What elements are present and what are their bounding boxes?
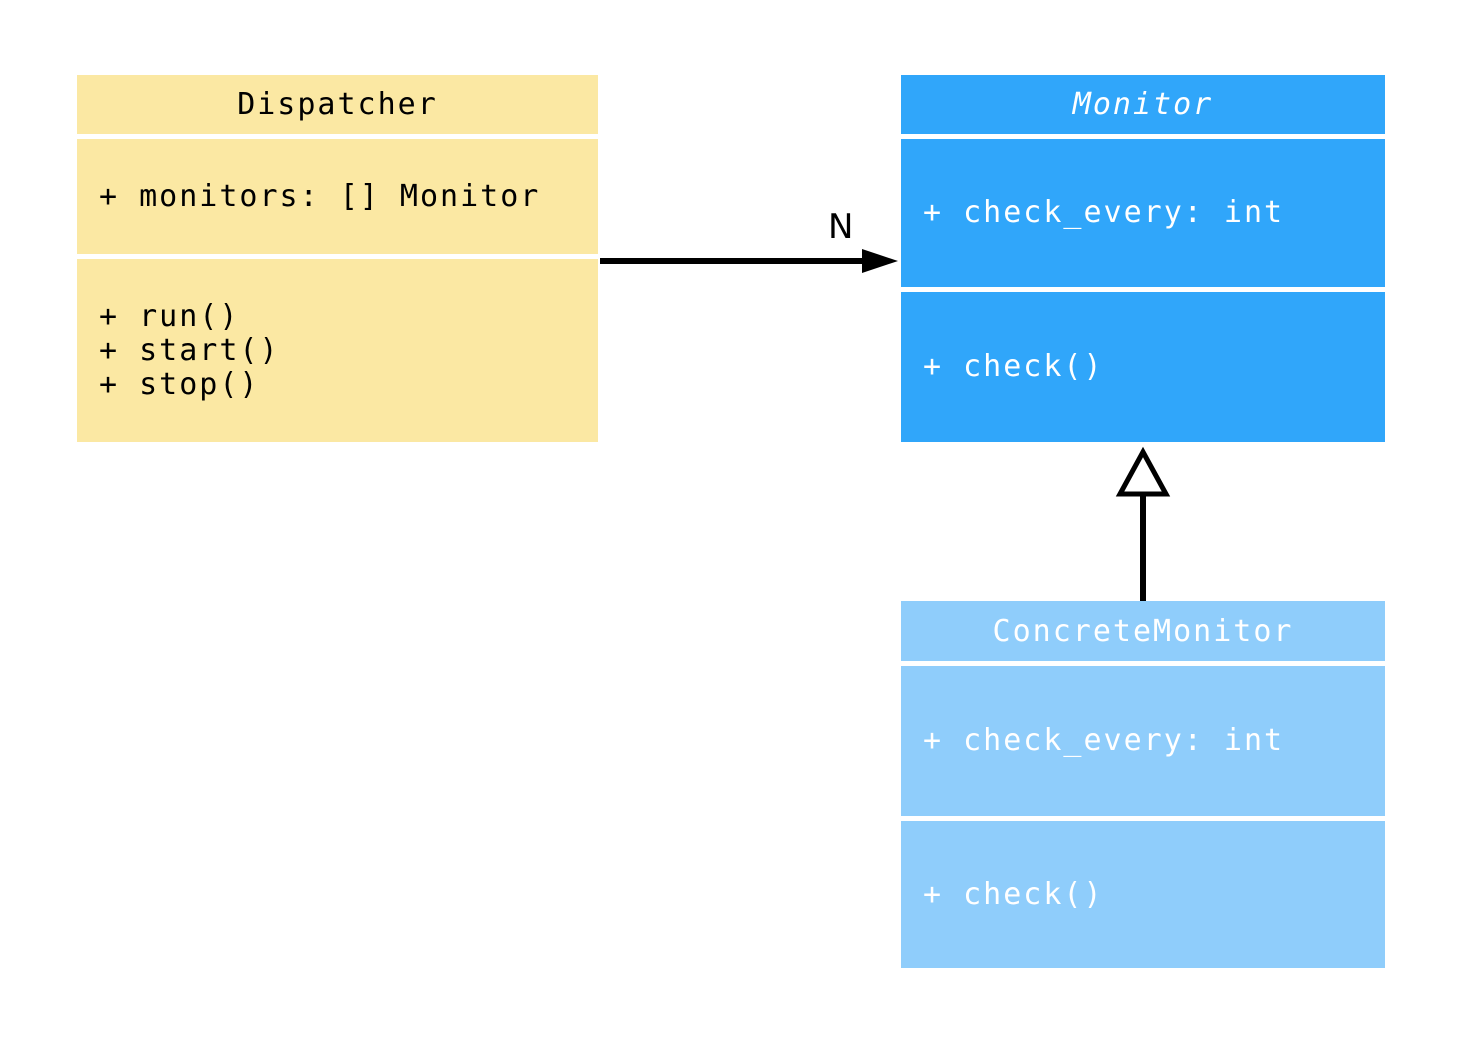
class-methods-dispatcher: + run() + start() + stop() <box>77 259 598 442</box>
class-methods-concrete-monitor: + check() <box>901 821 1385 968</box>
method-row: + run() <box>99 298 240 334</box>
attribute-row: + check_every: int <box>923 723 1285 758</box>
class-box-dispatcher: Dispatcher + monitors: [] Monitor + run(… <box>77 75 598 442</box>
attribute-row: + check_every: int <box>923 195 1285 230</box>
class-title-concrete-monitor: ConcreteMonitor <box>901 601 1385 661</box>
class-methods-monitor: + check() <box>901 292 1385 442</box>
method-row: + check() <box>923 876 1104 912</box>
class-attributes-monitor: + check_every: int <box>901 139 1385 287</box>
class-box-monitor: Monitor + check_every: int + check() <box>901 75 1385 442</box>
class-title-dispatcher: Dispatcher <box>77 75 598 134</box>
inheritance-arrow-concretemonitor-monitor <box>1115 446 1171 601</box>
class-attributes-concrete-monitor: + check_every: int <box>901 666 1385 816</box>
attribute-row: + monitors: [] Monitor <box>99 178 541 214</box>
class-box-concrete-monitor: ConcreteMonitor + check_every: int + che… <box>901 601 1385 968</box>
association-multiplicity-label: N <box>828 207 854 247</box>
association-arrow-dispatcher-monitor <box>600 249 898 273</box>
class-title-monitor: Monitor <box>901 75 1385 134</box>
inheritance-triangle-icon <box>1115 446 1171 497</box>
method-row: + check() <box>923 349 1104 384</box>
association-arrowhead-icon <box>862 249 898 273</box>
method-row: + start() <box>99 332 280 368</box>
class-attributes-dispatcher: + monitors: [] Monitor <box>77 139 598 254</box>
method-row: + stop() <box>99 366 260 402</box>
